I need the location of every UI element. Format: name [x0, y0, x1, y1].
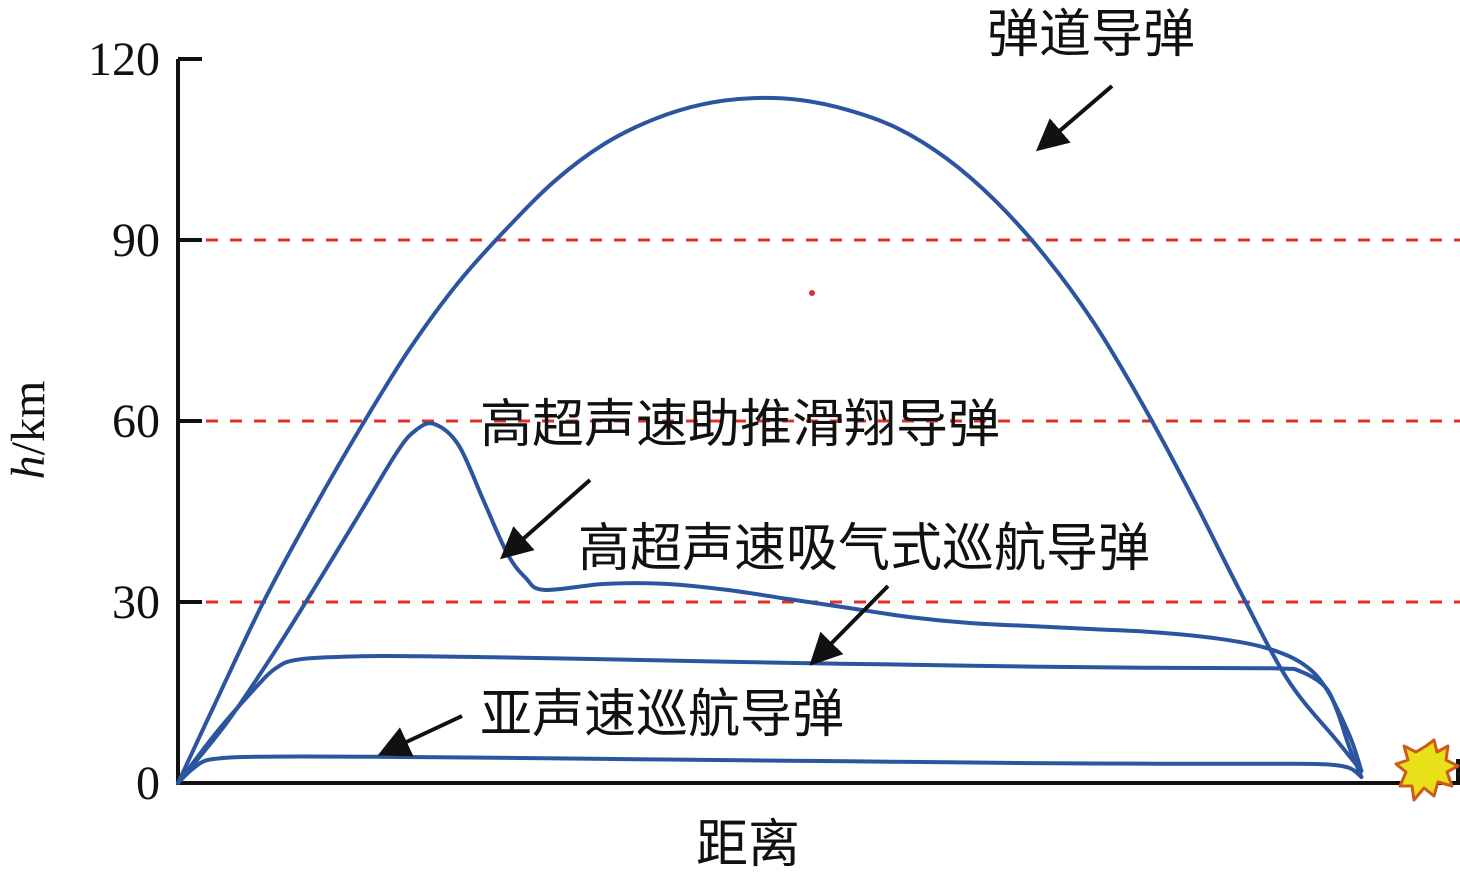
- y-axis-title-italic: h: [2, 455, 55, 479]
- marker-dot: [809, 290, 815, 296]
- label-ballistic-missile: 弹道导弹: [987, 5, 1195, 65]
- arrow-subsonic-cruise: [377, 714, 463, 757]
- y-axis-title-unit: /km: [2, 381, 55, 456]
- x-axis-title: 距离: [696, 815, 800, 872]
- series-line-2: [176, 654, 1364, 785]
- label-airbreathing-cruise-missile: 高超声速吸气式巡航导弹: [578, 519, 1150, 579]
- annotation-arrows: [377, 84, 1114, 757]
- series-layer: [176, 95, 1364, 785]
- series-line-1: [176, 421, 1364, 785]
- series-line-3: [176, 754, 1364, 785]
- y-tick-label-90: 90: [112, 214, 160, 267]
- axes-layer: 0 30 60 90 120: [88, 33, 1460, 810]
- impact-explosion-icon: [1394, 738, 1460, 802]
- y-tick-label-60: 60: [112, 395, 160, 448]
- series-line-0: [176, 95, 1364, 785]
- label-boost-glide-missile: 高超声速助推滑翔导弹: [480, 395, 1000, 455]
- y-tick-label-30: 30: [112, 576, 160, 629]
- y-axis-title: h/km: [2, 381, 55, 480]
- arrow-airbreathing-cruise: [809, 584, 890, 666]
- y-tick-label-120: 120: [88, 33, 160, 86]
- arrow-boost-glide: [499, 478, 592, 560]
- y-tick-label-0: 0: [136, 757, 160, 810]
- arrow-ballistic: [1035, 84, 1114, 152]
- label-subsonic-cruise-missile: 亚声速巡航导弹: [480, 685, 844, 745]
